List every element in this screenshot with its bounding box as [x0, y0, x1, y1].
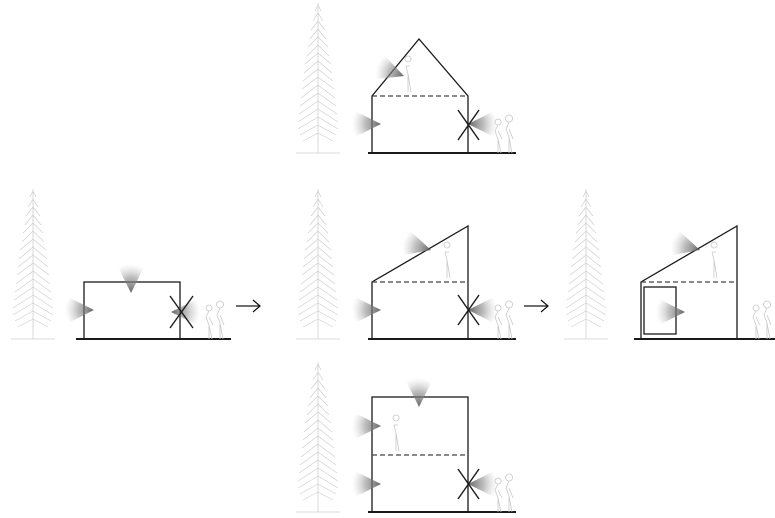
light-cone-icon — [406, 377, 432, 407]
light-cone-icon — [64, 297, 94, 323]
light-cone-icon — [118, 263, 144, 293]
light-cone-icon — [468, 111, 498, 137]
arrow-center-to-right — [524, 299, 549, 313]
light-cone-icon — [351, 471, 381, 497]
person-icon — [494, 473, 514, 513]
person-icon — [205, 300, 225, 340]
person-icon — [752, 300, 772, 340]
tree-icon — [563, 188, 609, 340]
tree-icon — [295, 361, 341, 513]
light-cone-icon — [351, 297, 381, 323]
person-icon — [710, 241, 718, 279]
light-cone-icon — [351, 413, 381, 439]
light-cone-icon — [351, 111, 381, 137]
light-cone-icon — [399, 229, 435, 263]
cross-mark-icon — [169, 295, 194, 329]
arrow-left-to-center — [236, 299, 261, 313]
person-icon — [494, 300, 514, 340]
cross-mark-icon — [457, 468, 480, 500]
panel-center — [295, 188, 516, 340]
person-icon — [392, 414, 400, 452]
panel-top — [295, 2, 516, 154]
cross-mark-icon — [457, 109, 480, 141]
panel-left — [10, 188, 231, 340]
light-cone-icon — [468, 471, 498, 497]
tree-icon — [10, 188, 56, 340]
panel-bottom — [295, 361, 516, 513]
light-cone-icon — [655, 299, 685, 325]
person-icon — [494, 114, 514, 154]
tree-icon — [295, 188, 341, 340]
person-icon — [404, 55, 412, 93]
tree-icon — [295, 2, 341, 154]
light-cone-icon — [668, 229, 704, 263]
cross-mark-icon — [457, 294, 480, 326]
person-icon — [443, 241, 451, 279]
light-cone-icon — [468, 297, 498, 323]
panel-right — [563, 188, 775, 340]
gable-house-outline — [371, 37, 469, 153]
monopitch-house-outline — [640, 224, 738, 339]
